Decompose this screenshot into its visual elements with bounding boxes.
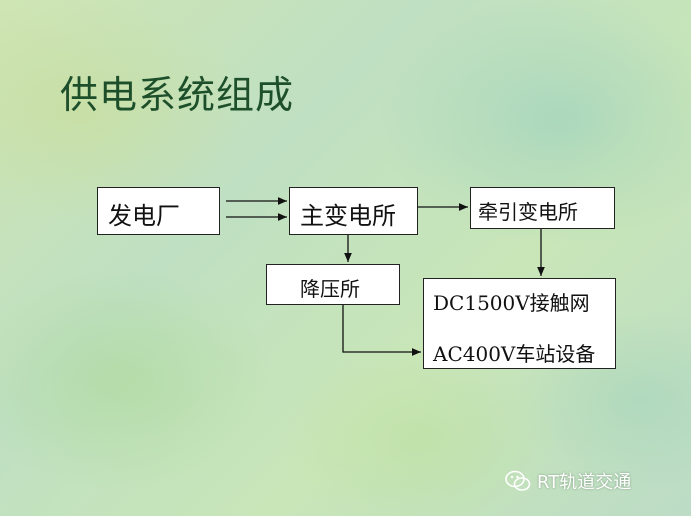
traction-substation-box: 牵引变电所 <box>470 187 615 229</box>
watermark: RT轨道交通 <box>505 468 631 494</box>
page-title: 供电系统组成 <box>60 73 295 117</box>
wechat-icon <box>505 470 531 492</box>
step-down-substation-label: 降压所 <box>300 277 360 301</box>
output-ac-label: AC400V车站设备 <box>433 342 596 366</box>
output-box: DC1500V接触网 AC400V车站设备 <box>423 278 616 369</box>
traction-substation-label: 牵引变电所 <box>478 200 578 224</box>
step-down-substation-box: 降压所 <box>266 264 400 305</box>
power-plant-box: 发电厂 <box>97 187 220 235</box>
watermark-text: RT轨道交通 <box>537 472 632 493</box>
main-substation-box: 主变电所 <box>289 187 418 235</box>
power-plant-label: 发电厂 <box>108 202 180 230</box>
arrow-stepdown-to-output <box>342 305 421 356</box>
output-dc-label: DC1500V接触网 <box>433 291 590 315</box>
main-substation-label: 主变电所 <box>300 202 396 230</box>
